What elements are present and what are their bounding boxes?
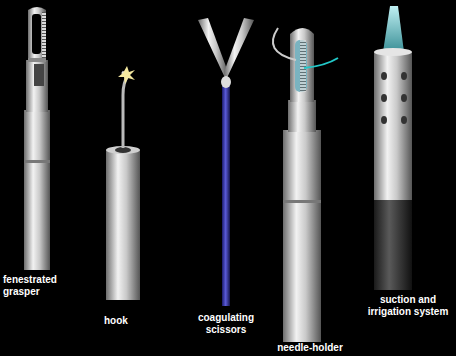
- needle-holder: [273, 28, 338, 342]
- tube-hole: [381, 116, 387, 124]
- instrument-label: coagulating scissors: [192, 312, 260, 336]
- coagulating-scissors: [198, 18, 254, 306]
- instrument-label: needle-holder: [270, 342, 350, 354]
- instrument-label: hook: [104, 315, 144, 327]
- tube-hole: [381, 72, 387, 80]
- fenestrated-grasper: [24, 7, 50, 270]
- suction-irrigation-system: [374, 6, 412, 290]
- tube-hole: [401, 94, 407, 102]
- instrument-label: fenestrated grasper: [3, 274, 63, 298]
- tube-hole: [401, 116, 407, 124]
- tube-hole: [401, 72, 407, 80]
- hook-instrument: [106, 66, 140, 300]
- instrument-label: suction and irrigation system: [364, 294, 452, 318]
- tube-hole: [381, 94, 387, 102]
